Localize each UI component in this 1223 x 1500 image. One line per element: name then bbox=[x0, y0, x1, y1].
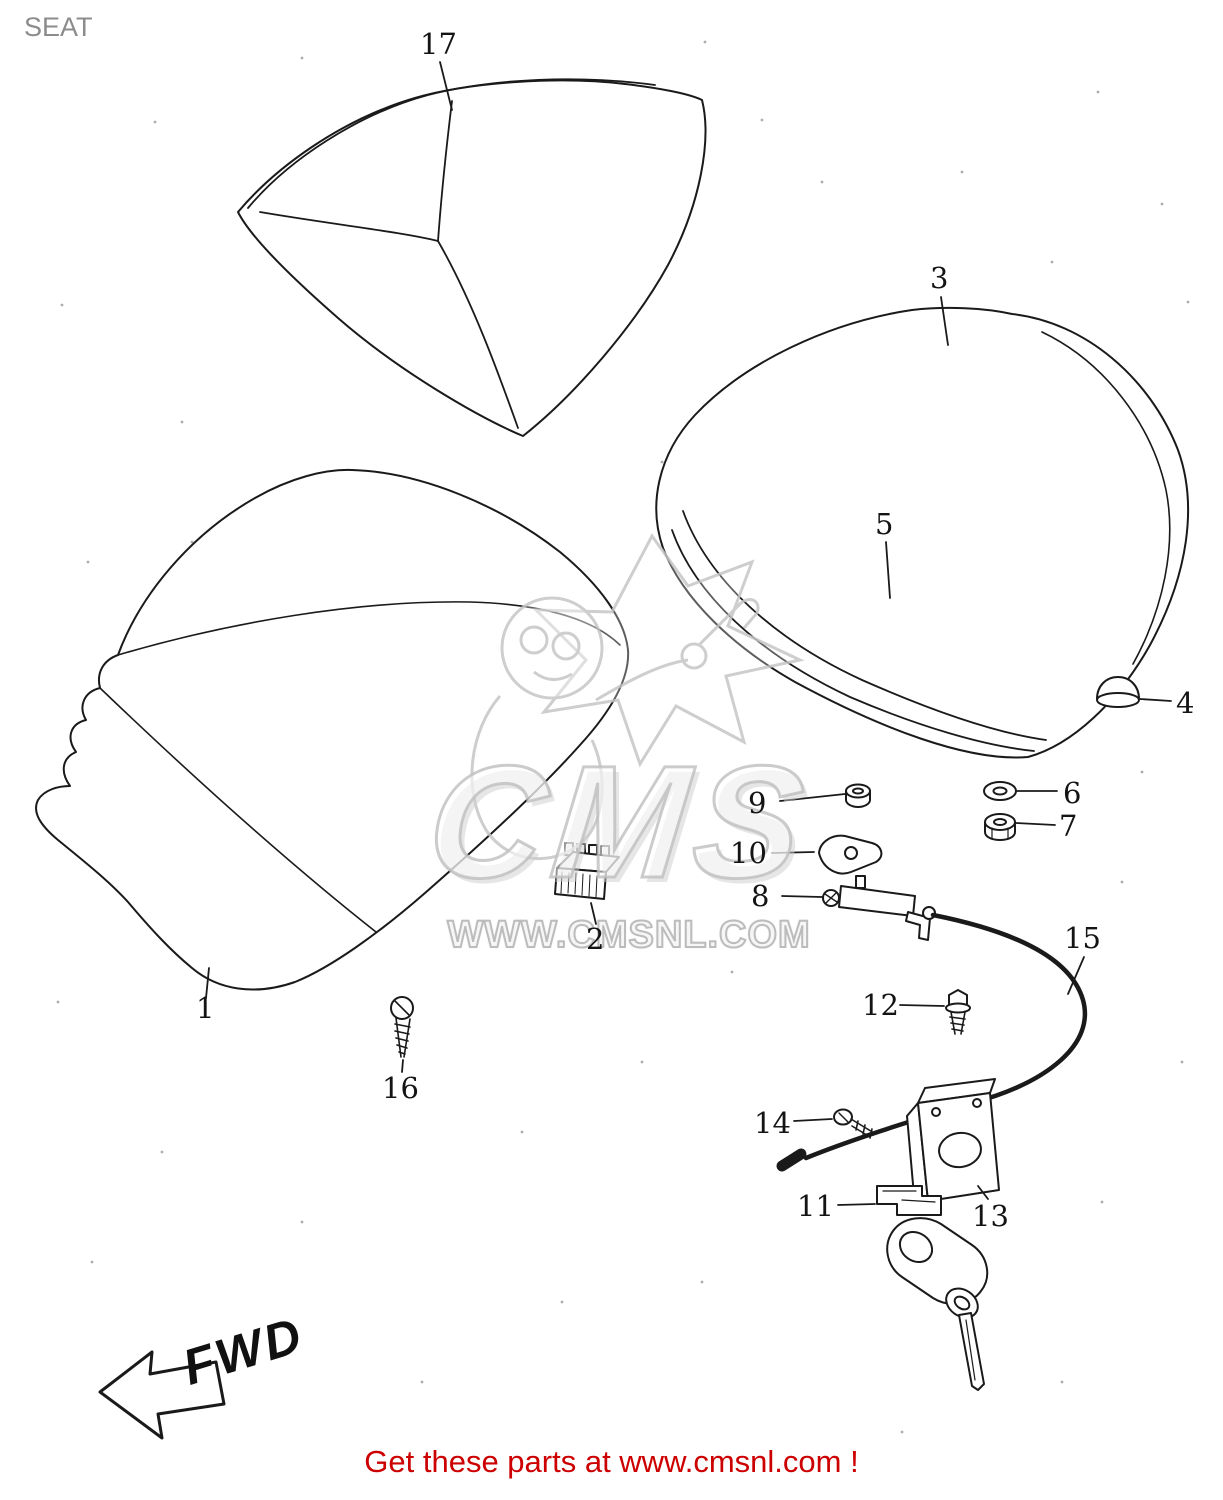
part-label-17: 17 bbox=[420, 27, 457, 61]
part-label-13: 13 bbox=[972, 1199, 1009, 1233]
watermark-url-text: WWW.CMSNL.COM bbox=[446, 914, 811, 956]
part-label-7: 7 bbox=[1059, 809, 1078, 843]
bracket-8-shape bbox=[822, 875, 931, 941]
part-label-2: 2 bbox=[586, 922, 605, 956]
part-label-14: 14 bbox=[754, 1106, 791, 1140]
part-label-10: 10 bbox=[730, 836, 767, 870]
part-label-15: 15 bbox=[1064, 921, 1101, 955]
washer-6-shape bbox=[983, 781, 1017, 801]
lock-bracket-13-shape bbox=[906, 1078, 1000, 1208]
pillion-seat-shape bbox=[655, 306, 1190, 759]
screw-16-shape bbox=[390, 996, 414, 1058]
screw-14-shape bbox=[833, 1108, 875, 1139]
nut-9-shape bbox=[845, 783, 871, 808]
footer-cta-text[interactable]: Get these parts at www.cmsnl.com ! bbox=[364, 1444, 859, 1479]
nut-7-shape bbox=[984, 813, 1016, 841]
part-label-11: 11 bbox=[797, 1189, 834, 1223]
page-title: SEAT bbox=[24, 12, 93, 42]
watermark-cms-logo: CMS bbox=[419, 731, 820, 913]
grommet-4-shape bbox=[1096, 676, 1140, 708]
part-label-12: 12 bbox=[862, 988, 899, 1022]
plate-10-shape bbox=[818, 834, 883, 875]
part-label-5: 5 bbox=[875, 507, 894, 541]
part-label-8: 8 bbox=[751, 879, 770, 913]
release-cable-shape bbox=[776, 906, 1087, 1172]
leader-lines bbox=[205, 61, 1172, 1206]
part-label-16: 16 bbox=[382, 1071, 419, 1105]
part-label-9: 9 bbox=[748, 786, 767, 820]
part-label-3: 3 bbox=[930, 261, 949, 295]
part-label-1: 1 bbox=[196, 991, 215, 1025]
part-label-6: 6 bbox=[1063, 776, 1082, 810]
seat-lock-assembly bbox=[876, 1185, 989, 1391]
cushion-block-shape bbox=[554, 842, 620, 900]
watermark-mascot bbox=[470, 533, 805, 860]
main-seat-shape bbox=[35, 468, 630, 991]
part-label-4: 4 bbox=[1176, 686, 1195, 720]
seat-cover-shape bbox=[237, 78, 707, 437]
fwd-arrow-icon bbox=[98, 1350, 226, 1440]
bolt-12-shape bbox=[945, 989, 971, 1035]
